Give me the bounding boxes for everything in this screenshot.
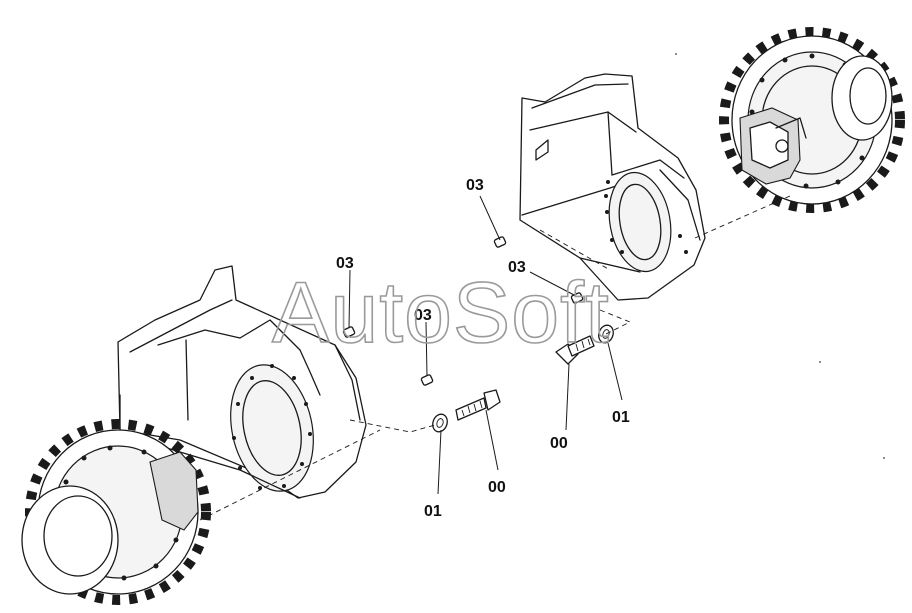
callout-00-lower: 00 [488, 479, 506, 496]
upper-travel-motor-sprocket [719, 27, 905, 213]
callout-01-lower: 01 [424, 503, 442, 520]
callout-03-upper-left: 03 [466, 177, 484, 194]
callout-labels: 03 03 03 03 01 00 00 01 [336, 177, 630, 520]
callout-03-lower-left: 03 [336, 255, 354, 272]
plug-03-c [493, 236, 507, 248]
assembly-dashed-lines [199, 195, 791, 521]
plug-03-a [342, 326, 356, 338]
callout-01-upper: 01 [612, 409, 630, 426]
callout-00-upper: 00 [550, 435, 568, 452]
upper-sprocket-teeth [719, 27, 905, 213]
plug-03-b [420, 374, 434, 386]
scan-specks [675, 53, 885, 459]
leader-lines [348, 195, 623, 495]
washer-01-upper [598, 324, 614, 344]
bolt-00-upper [555, 335, 595, 365]
upper-track-frame [519, 73, 706, 301]
callout-03-lower-mid: 03 [414, 307, 432, 324]
watermark-logo: AutoSoft [272, 265, 610, 361]
callout-03-upper-mid: 03 [508, 259, 526, 276]
lower-track-frame [117, 265, 367, 499]
bolt-00-lower [455, 389, 501, 421]
washer-01-lower [432, 413, 448, 433]
lower-frame-bolt-circle [232, 364, 312, 490]
lower-travel-motor-sprocket [21, 419, 211, 605]
